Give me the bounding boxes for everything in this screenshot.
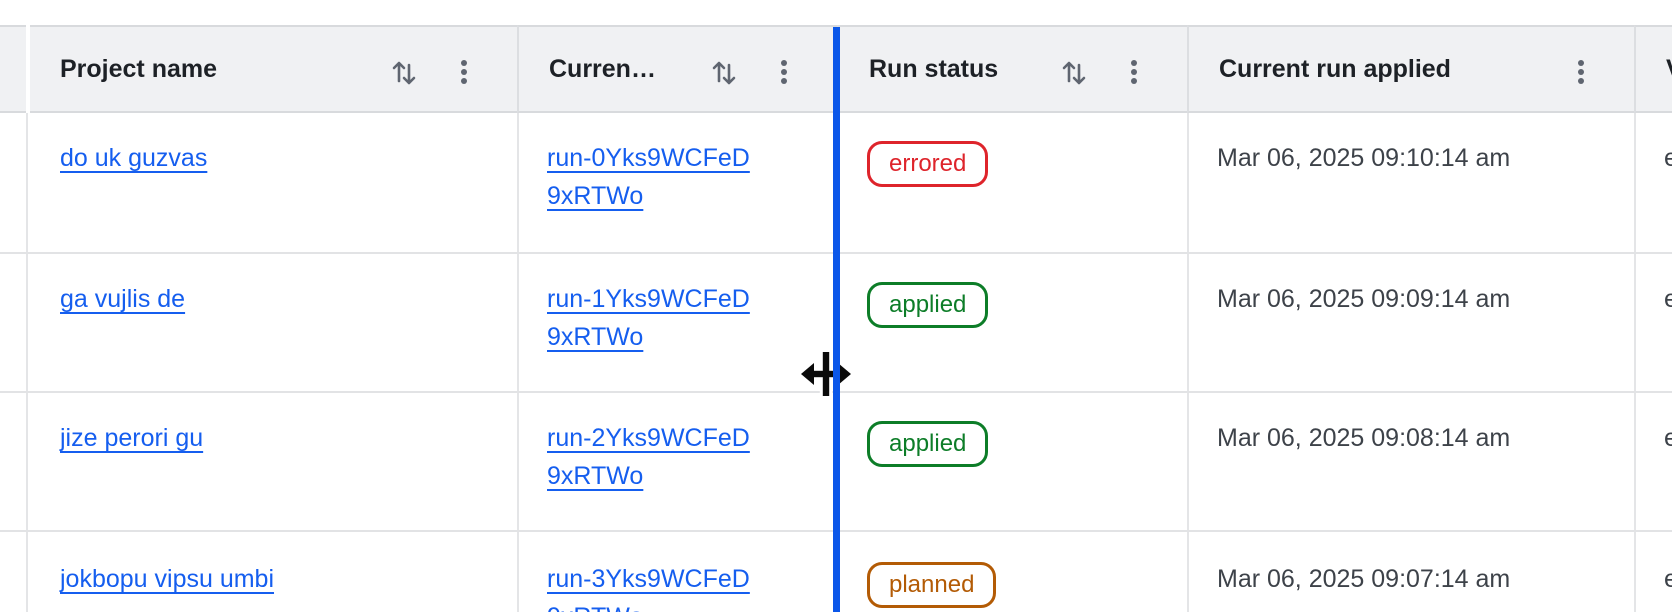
sort-icon[interactable] bbox=[1060, 57, 1088, 87]
column-resize-cursor-icon bbox=[798, 348, 854, 400]
status-badge: errored bbox=[867, 141, 989, 187]
clipped-cell: e bbox=[1664, 565, 1672, 593]
project-link[interactable]: ga vujlis de bbox=[60, 285, 186, 313]
current-run-applied-cell: Mar 06, 2025 09:09:14 am bbox=[1217, 285, 1511, 313]
project-link[interactable]: jokbopu vipsu umbi bbox=[60, 565, 275, 593]
column-header-clipped[interactable]: V bbox=[1634, 25, 1672, 113]
current-run-applied-cell: Mar 06, 2025 09:08:14 am bbox=[1217, 424, 1511, 452]
column-resize-indicator[interactable] bbox=[833, 27, 840, 612]
column-header-label: Run status bbox=[869, 54, 999, 83]
column-header-project-name[interactable]: Project name bbox=[30, 25, 517, 113]
project-name-cell: do uk guzvas bbox=[60, 139, 207, 177]
column-header-current-run[interactable]: Curren… bbox=[517, 25, 837, 113]
column-menu-icon[interactable] bbox=[1128, 59, 1140, 85]
clipped-cell: e bbox=[1664, 144, 1672, 172]
column-menu-icon[interactable] bbox=[778, 59, 790, 85]
column-header-label: Current run applied bbox=[1219, 54, 1451, 83]
run-link[interactable]: run-1Yks9WCFeD 9xRTWo bbox=[547, 285, 750, 351]
current-run-applied-cell: Mar 06, 2025 09:07:14 am bbox=[1217, 565, 1511, 593]
project-name-cell: ga vujlis de bbox=[60, 280, 185, 318]
status-badge: applied bbox=[867, 421, 989, 467]
run-status-cell: errored bbox=[867, 141, 989, 187]
status-badge: applied bbox=[867, 282, 989, 328]
column-header-label: Curren… bbox=[549, 54, 656, 83]
column-header-current-run-applied[interactable]: Current run applied bbox=[1187, 25, 1634, 113]
clipped-cell: e bbox=[1664, 424, 1672, 452]
column-header-label: Project name bbox=[60, 54, 218, 83]
column-menu-icon[interactable] bbox=[458, 59, 470, 85]
run-status-cell: applied bbox=[867, 282, 989, 328]
column-divider bbox=[517, 113, 519, 612]
project-name-cell: jokbopu vipsu umbi bbox=[60, 560, 274, 598]
scrolled-column-edge bbox=[0, 25, 26, 113]
run-status-cell: planned bbox=[867, 562, 997, 608]
project-link[interactable]: do uk guzvas bbox=[60, 144, 208, 172]
project-name-cell: jize perori gu bbox=[60, 419, 203, 457]
current-run-cell: run-2Yks9WCFeD 9xRTWo bbox=[547, 419, 750, 495]
sort-icon[interactable] bbox=[710, 57, 738, 87]
run-link[interactable]: run-2Yks9WCFeD 9xRTWo bbox=[547, 424, 750, 490]
current-run-cell: run-3Yks9WCFeD 9xRTWo bbox=[547, 560, 750, 612]
status-badge: planned bbox=[867, 562, 997, 608]
current-run-applied-cell: Mar 06, 2025 09:10:14 am bbox=[1217, 144, 1511, 172]
sort-icon[interactable] bbox=[390, 57, 418, 87]
project-link[interactable]: jize perori gu bbox=[60, 424, 204, 452]
run-link[interactable]: run-3Yks9WCFeD 9xRTWo bbox=[547, 565, 750, 612]
column-divider bbox=[1634, 113, 1636, 612]
column-menu-icon[interactable] bbox=[1575, 59, 1587, 85]
column-divider bbox=[26, 113, 28, 612]
run-status-cell: applied bbox=[867, 421, 989, 467]
run-link[interactable]: run-0Yks9WCFeD 9xRTWo bbox=[547, 144, 750, 210]
clipped-cell: e bbox=[1664, 285, 1672, 313]
current-run-cell: run-1Yks9WCFeD 9xRTWo bbox=[547, 280, 750, 356]
current-run-cell: run-0Yks9WCFeD 9xRTWo bbox=[547, 139, 750, 215]
column-divider bbox=[1187, 113, 1189, 612]
column-header-label: V bbox=[1666, 55, 1672, 84]
column-header-run-status[interactable]: Run status bbox=[837, 25, 1187, 113]
